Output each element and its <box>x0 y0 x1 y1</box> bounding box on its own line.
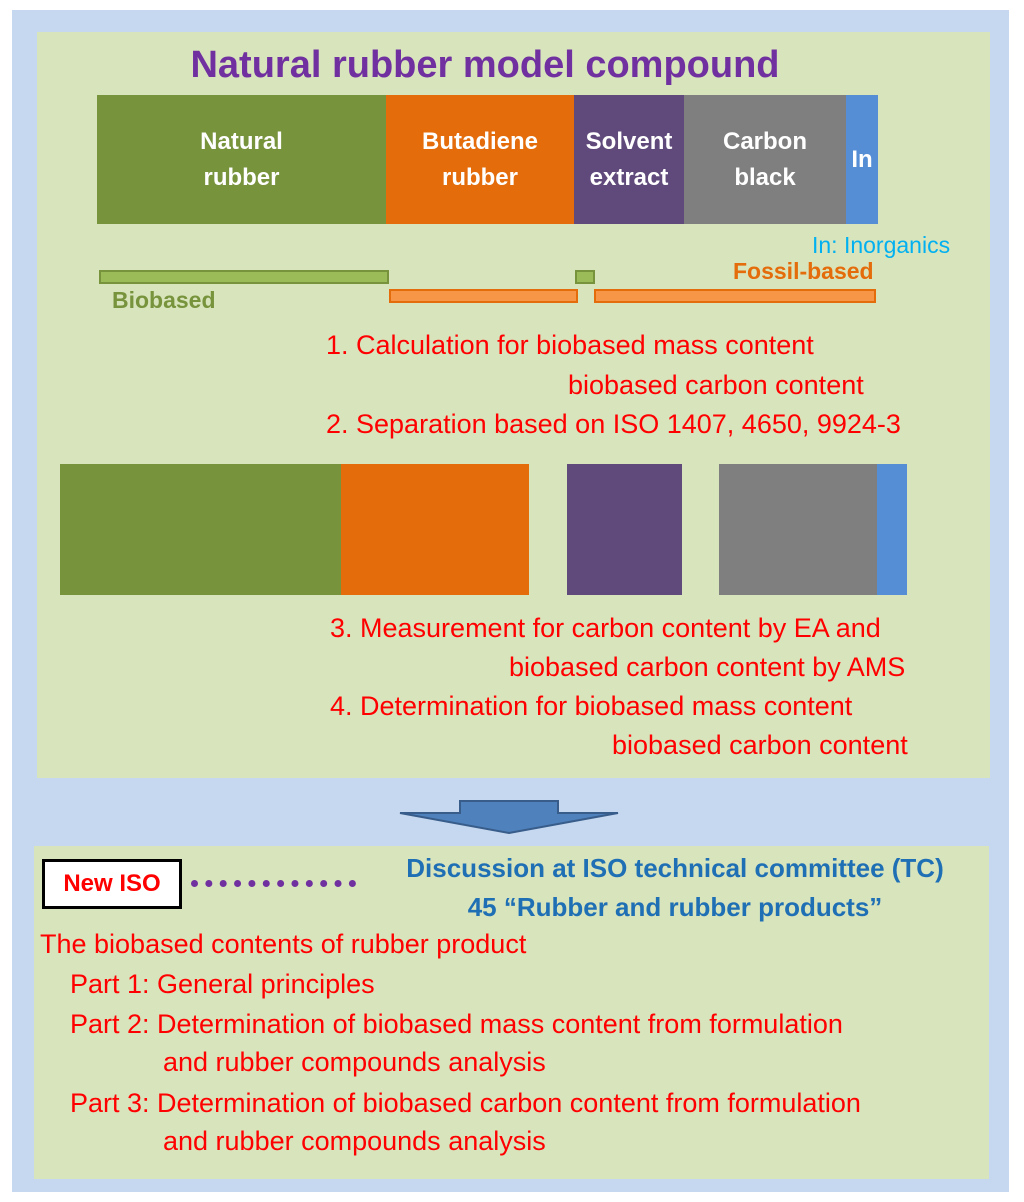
iso-part-1: Part 1: General principles <box>70 969 375 999</box>
step-3-line-1: 3. Measurement for carbon content by EA … <box>330 613 881 643</box>
fossil-bar-butadiene <box>389 289 578 303</box>
fossil-based-label: Fossil-based <box>733 258 874 284</box>
biobased-label: Biobased <box>112 287 216 313</box>
biobased-bar-solvent-extract <box>575 270 595 284</box>
iso-panel <box>34 846 989 1179</box>
segment-butadiene-rubber: Butadiene rubber <box>386 95 574 224</box>
step-3-line-2: biobased carbon content by AMS <box>509 652 906 682</box>
step-2: 2. Separation based on ISO 1407, 4650, 9… <box>326 409 901 439</box>
step-1-line-2: biobased carbon content <box>568 370 864 400</box>
segment-carbon-black: Carbon black <box>684 95 846 224</box>
dotted-connector <box>191 880 356 887</box>
separated-solvent-extract <box>567 464 682 595</box>
down-arrow-icon <box>399 800 619 834</box>
segment-natural-rubber: Natural rubber <box>97 95 386 224</box>
separated-carbon-black <box>719 464 877 595</box>
diagram-title: Natural rubber model compound <box>190 44 780 86</box>
separated-inorganics <box>877 464 907 595</box>
discussion-line-1: Discussion at ISO technical committee (T… <box>406 853 944 883</box>
separated-butadiene-rubber <box>341 464 529 595</box>
iso-part-3-line-1: Part 3: Determination of biobased carbon… <box>70 1088 861 1118</box>
new-iso-label: New ISO <box>63 870 161 897</box>
step-4-line-2: biobased carbon content <box>612 730 908 760</box>
separated-natural-rubber <box>60 464 341 595</box>
iso-heading: The biobased contents of rubber product <box>40 929 527 959</box>
iso-part-2-line-2: and rubber compounds analysis <box>163 1047 546 1077</box>
fossil-bar-carbon-black <box>594 289 876 303</box>
iso-part-2-line-1: Part 2: Determination of biobased mass c… <box>70 1009 843 1039</box>
segment-solvent-extract: Solvent extract <box>574 95 684 224</box>
inorganics-note: In: Inorganics <box>812 232 951 258</box>
discussion-line-2: 45 “Rubber and rubber products” <box>467 892 883 922</box>
iso-part-3-line-2: and rubber compounds analysis <box>163 1126 546 1156</box>
step-1-line-1: 1. Calculation for biobased mass content <box>326 330 814 360</box>
step-4-line-1: 4. Determination for biobased mass conte… <box>330 691 853 721</box>
segment-inorganics: In <box>846 95 878 224</box>
biobased-bar-natural-rubber <box>99 270 389 284</box>
new-iso-badge: New ISO <box>42 859 182 909</box>
